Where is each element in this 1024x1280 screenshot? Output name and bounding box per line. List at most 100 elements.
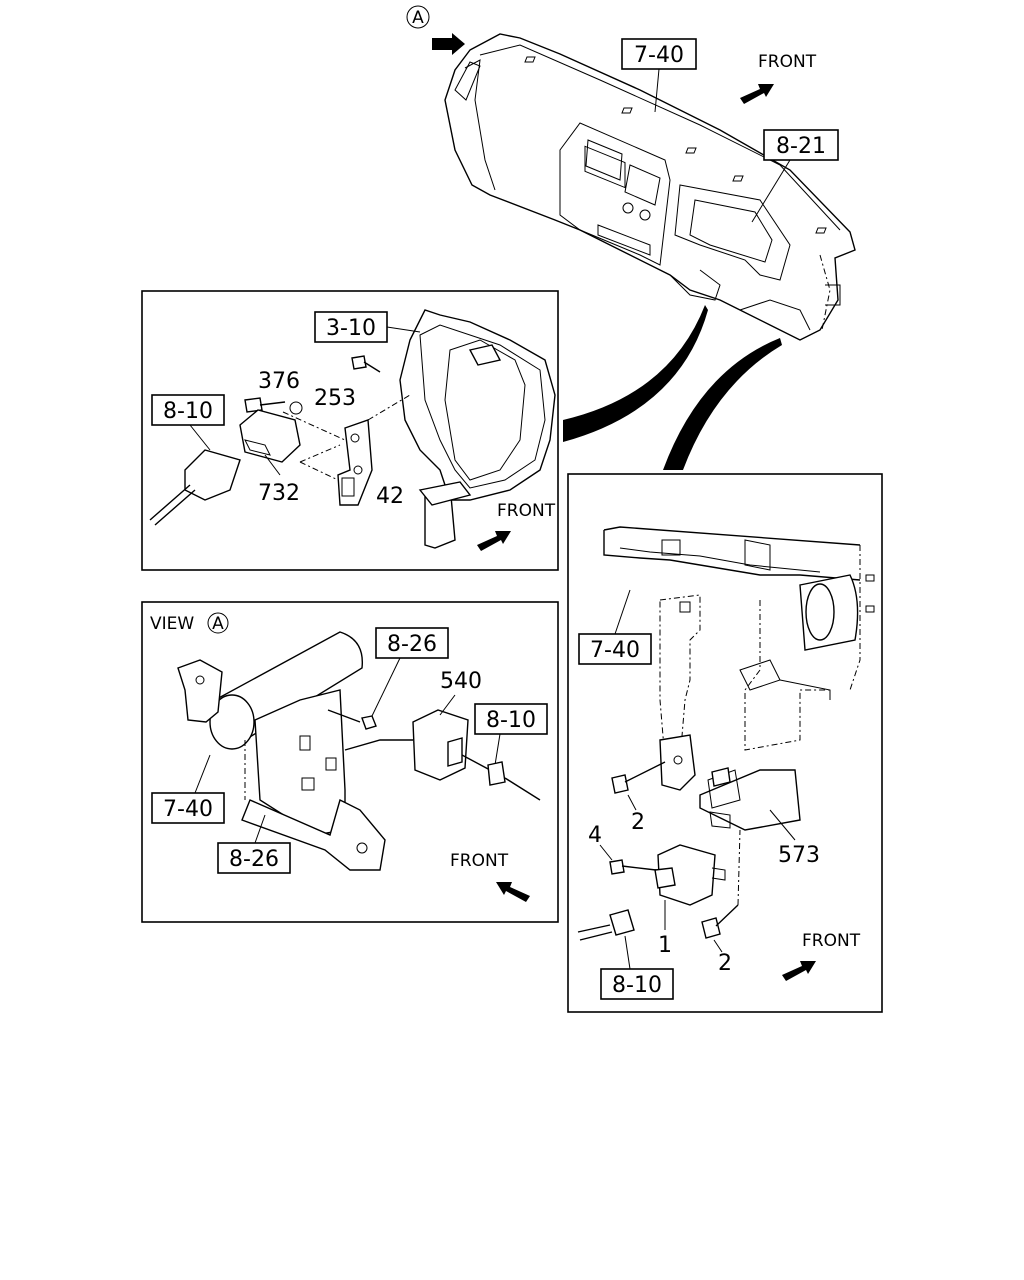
ref-8-10-inset2: 8-10 xyxy=(486,708,536,733)
inset-3-bolt-4 xyxy=(609,859,625,875)
inset-3-bolt-2-bottom-dash xyxy=(737,829,741,906)
inset-3-bracket-573-clip xyxy=(711,767,731,787)
ref-box-7-40-top xyxy=(621,38,697,70)
inset-2-plate-bolt xyxy=(327,709,361,723)
dashboard-left-vent xyxy=(454,61,481,101)
inset-2-relay-wire-out xyxy=(461,754,491,771)
dashboard-right-bracket xyxy=(825,284,841,306)
inset-1-bracket-42 xyxy=(337,419,373,506)
inset-3-connector-wire xyxy=(577,924,613,941)
dashboard-lower-bulge xyxy=(669,269,721,301)
inset-3-bolt-2-bottom-shank xyxy=(715,904,739,927)
inset-2-front-arrow xyxy=(496,882,530,902)
inset-1-bolt-253 xyxy=(351,355,367,370)
inset-3-connector xyxy=(609,909,635,936)
inset-3: 573 2 7-40 1 4 2 8-10 FRO xyxy=(567,473,883,1013)
inset-3-plate-hole xyxy=(679,601,691,613)
leader-540 xyxy=(439,694,456,716)
inset-1-connector-wire xyxy=(149,484,196,526)
top-front-label: FRONT xyxy=(758,52,817,72)
inset-3-upper-bracket-hole xyxy=(673,755,683,765)
inset-1-dash-3 xyxy=(367,394,411,421)
inset-2-lower-bracket-hole xyxy=(356,842,368,854)
dashboard-outline xyxy=(444,33,856,341)
inset-3-right-clip-2 xyxy=(865,605,875,613)
leader-8-26-bottom xyxy=(254,814,266,844)
inset-2-view-marker: A xyxy=(212,614,224,634)
inset-3-tab-1 xyxy=(661,539,681,556)
leader-7-40-top xyxy=(654,68,660,113)
inset-2-connector xyxy=(487,761,506,786)
leader-2-top xyxy=(627,794,637,811)
ref-3-10: 3-10 xyxy=(326,316,376,341)
inset-3-vertical-support xyxy=(744,600,830,751)
top-front-arrow xyxy=(740,84,774,104)
inset-1-column-inner xyxy=(419,324,546,489)
inset-1-bolt-376 xyxy=(244,397,263,413)
inset-3-bolt-2-bottom xyxy=(701,917,721,939)
inset-1-front-label: FRONT xyxy=(497,501,556,521)
ref-box-7-40-inset2 xyxy=(151,792,225,824)
inset-3-front-label: FRONT xyxy=(802,931,861,951)
part-2-top: 2 xyxy=(631,810,645,835)
inset-3-plate xyxy=(659,594,701,761)
ref-8-21: 8-21 xyxy=(776,134,826,159)
inset-3-right-post xyxy=(849,545,861,691)
dashboard-top-edge xyxy=(479,44,841,231)
ref-8-10-inset3: 8-10 xyxy=(612,973,662,998)
dashboard-knob-1 xyxy=(622,202,634,214)
sweep-to-inset-1 xyxy=(563,305,708,442)
ref-8-26-bottom: 8-26 xyxy=(229,847,279,872)
inset-1-bracket-hole-1 xyxy=(350,433,360,443)
dashboard-slot-d xyxy=(815,227,827,234)
inset-3-right-clip-1 xyxy=(865,574,875,582)
leader-7-40-inset2 xyxy=(194,754,211,794)
inset-2-nut xyxy=(361,715,377,730)
part-253: 253 xyxy=(314,386,356,411)
part-573: 573 xyxy=(778,843,820,868)
part-732: 732 xyxy=(258,481,300,506)
leader-8-21 xyxy=(751,159,791,223)
inset-1-dash-1 xyxy=(282,411,346,441)
inset-2-plate-slot-2 xyxy=(325,757,337,771)
dashboard-slot-c xyxy=(732,175,744,182)
inset-1-bracket-hole-2 xyxy=(353,465,363,475)
dashboard-right-dash xyxy=(819,254,831,331)
inset-1-column-housing xyxy=(399,309,556,501)
inset-3-bracket-573-lower xyxy=(709,811,731,829)
ref-box-8-21 xyxy=(763,129,839,161)
leader-4 xyxy=(599,844,613,861)
ref-box-8-10-inset2 xyxy=(474,703,548,735)
part-1: 1 xyxy=(658,933,672,958)
inset-2-left-bracket xyxy=(177,659,223,723)
inset-1-bracket-slot xyxy=(341,477,355,497)
part-2-bottom: 2 xyxy=(718,951,732,976)
sweep-to-inset-3 xyxy=(663,338,782,470)
inset-3-bolt-2-top xyxy=(611,774,629,794)
view-a-marker-circle xyxy=(406,5,430,29)
inset-2-relay-540-plug xyxy=(447,737,463,767)
inset-3-crossmember-lower xyxy=(619,547,821,573)
dashboard-inner-edge xyxy=(464,59,496,191)
dashboard-slot-e xyxy=(685,147,697,154)
inset-3-front-arrow xyxy=(782,961,816,981)
inset-3-bracket-573 xyxy=(699,769,801,831)
inset-1-switch-732-face xyxy=(244,439,271,456)
dashboard-slot-b xyxy=(621,107,633,114)
inset-2: VIEW A 8-26 540 8-10 xyxy=(141,601,559,923)
inset-1-column-body xyxy=(444,339,526,481)
inset-3-upper-bracket xyxy=(659,734,696,791)
ref-7-40-top: 7-40 xyxy=(634,43,684,68)
leader-8-10-inset2 xyxy=(494,733,501,766)
inset-1-washer xyxy=(289,401,303,415)
dashboard-slot-a xyxy=(524,56,536,63)
view-a-marker-label: A xyxy=(412,8,424,28)
dashboard-radio-slot-1 xyxy=(584,145,626,189)
inset-3-bolt-2-top-shank xyxy=(624,761,666,783)
inset-1-column-knob xyxy=(468,344,502,366)
inset-3-relay-1 xyxy=(657,844,716,906)
inset-2-connector-wire xyxy=(504,777,541,801)
ref-7-40-inset3: 7-40 xyxy=(590,638,640,663)
leader-732 xyxy=(264,454,281,476)
ref-box-7-40-inset3 xyxy=(578,633,652,665)
